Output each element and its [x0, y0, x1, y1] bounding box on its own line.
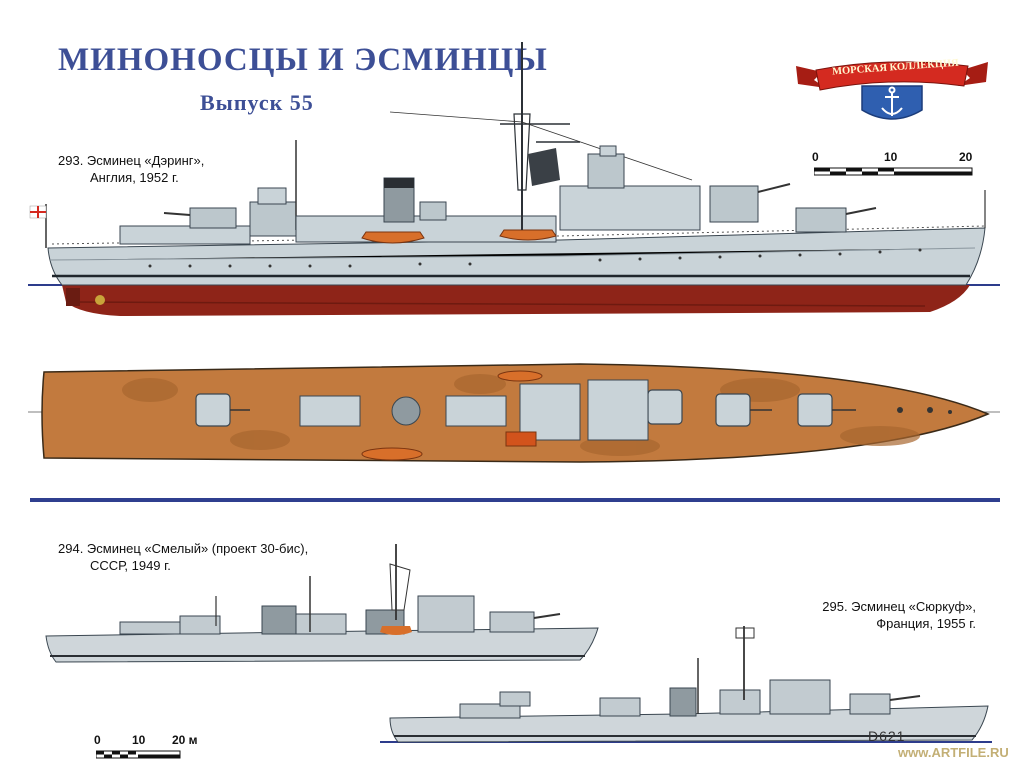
- caption-line: 295. Эсминец «Сюркуф»,: [822, 599, 976, 614]
- surcouf-side-profile: [380, 626, 992, 743]
- caption-line: 294. Эсминец «Смелый» (проект 30-бис),: [58, 541, 309, 556]
- ship-caption-daring: 293. Эсминец «Дэринг», Англия, 1952 г.: [58, 152, 204, 186]
- scale-label-20: 20 м: [172, 733, 198, 747]
- scale-bar-bottom: 0 10 20 м: [92, 733, 242, 763]
- collection-logo: МОРСКАЯ КОЛЛЕКЦИЯ: [792, 52, 992, 128]
- anchor-icon: [881, 86, 903, 116]
- watermark: www.ARTFILE.RU: [898, 745, 1009, 760]
- scale-label-10: 10: [884, 150, 898, 164]
- caption-line: СССР, 1949 г.: [90, 558, 171, 573]
- daring-plan-view: [28, 363, 1000, 463]
- scale-label-10: 10: [132, 733, 146, 747]
- ship-caption-smely: 294. Эсминец «Смелый» (проект 30-бис), С…: [58, 540, 308, 574]
- caption-line: Англия, 1952 г.: [90, 170, 179, 185]
- caption-line: Франция, 1955 г.: [876, 616, 976, 631]
- hull-number: D621: [868, 728, 906, 744]
- issue-number: Выпуск 55: [200, 90, 314, 115]
- daring-side-profile: [28, 42, 1000, 316]
- scale-label-0: 0: [812, 150, 819, 164]
- ship-caption-surcouf: 295. Эсминец «Сюркуф», Франция, 1955 г.: [760, 598, 976, 632]
- page-title: МИНОНОСЦЫ И ЭСМИНЦЫ: [58, 42, 548, 78]
- section-divider: [30, 498, 1000, 502]
- scale-bar-top: 0 10 20 м: [812, 150, 982, 180]
- smely-side-profile: [45, 544, 599, 663]
- caption-line: 293. Эсминец «Дэринг»,: [58, 153, 205, 168]
- scale-label-0: 0: [94, 733, 101, 747]
